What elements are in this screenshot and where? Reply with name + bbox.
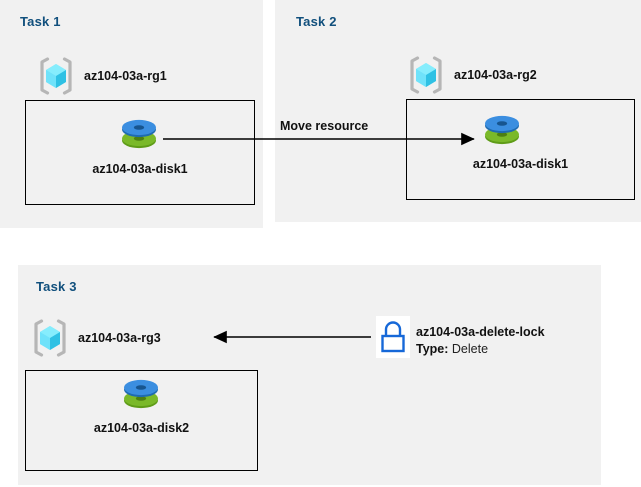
panel-task3-title: Task 3 xyxy=(36,279,77,294)
padlock-icon xyxy=(376,316,410,358)
resource-label-disk1-task1: az104-03a-disk1 xyxy=(92,162,188,176)
resource-container-task1 xyxy=(25,100,255,205)
resource-group-label-rg1: az104-03a-rg1 xyxy=(84,69,167,83)
managed-disk-icon xyxy=(481,110,523,150)
panel-task1-title: Task 1 xyxy=(20,14,61,29)
lock-type-prefix: Type: xyxy=(416,342,449,356)
managed-disk-icon xyxy=(118,114,160,154)
panel-task3 xyxy=(18,265,601,485)
resource-group-label-rg2: az104-03a-rg2 xyxy=(454,68,537,82)
resource-group-icon xyxy=(408,56,444,94)
panel-task2-title: Task 2 xyxy=(296,14,337,29)
move-resource-label: Move resource xyxy=(280,119,369,133)
resource-group-label-rg3: az104-03a-rg3 xyxy=(78,331,161,345)
lock-name-label: az104-03a-delete-lock xyxy=(416,325,545,339)
panel-task1 xyxy=(0,0,263,228)
resource-label-disk2-task3: az104-03a-disk2 xyxy=(93,421,190,435)
panel-task2 xyxy=(275,0,641,222)
resource-container-task2 xyxy=(406,99,635,200)
managed-disk-icon xyxy=(120,374,162,414)
resource-container-task3 xyxy=(25,370,258,471)
lock-type-label: Type: Delete xyxy=(416,342,488,356)
resource-group-icon xyxy=(32,319,68,357)
resource-group-icon xyxy=(38,57,74,95)
lock-type-value: Delete xyxy=(451,342,489,356)
resource-label-disk1-task2: az104-03a-disk1 xyxy=(472,157,569,171)
